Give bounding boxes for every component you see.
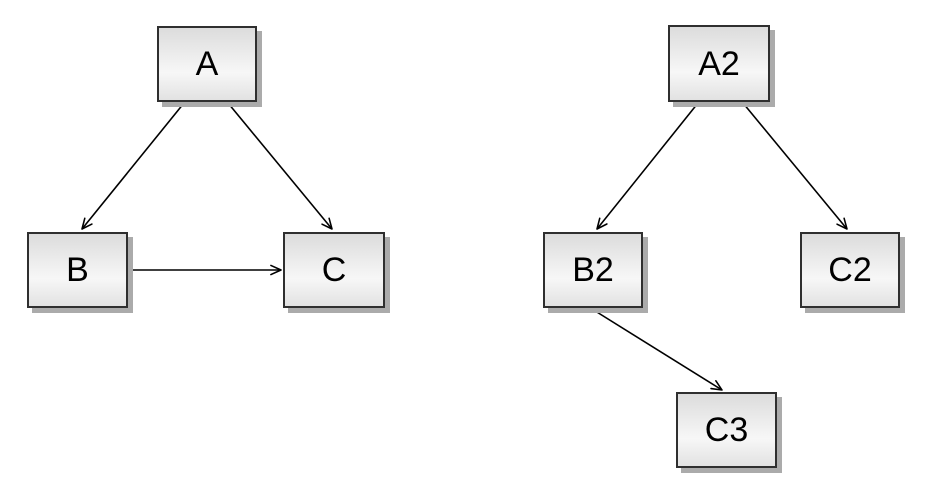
edge-B2-to-C3 bbox=[591, 308, 723, 391]
node-label-A: A bbox=[195, 45, 219, 83]
node-C: C bbox=[283, 232, 385, 308]
edge-A2-to-B2 bbox=[596, 102, 699, 230]
node-label-B: B bbox=[66, 251, 89, 289]
node-C2: C2 bbox=[800, 232, 900, 308]
edge-A-to-C bbox=[227, 102, 333, 230]
node-label-C2: C2 bbox=[828, 251, 872, 289]
edges-group bbox=[81, 102, 848, 391]
node-B: B bbox=[27, 232, 128, 308]
edge-A-to-B bbox=[81, 102, 185, 230]
node-A: A bbox=[157, 26, 257, 102]
node-label-A2: A2 bbox=[698, 44, 740, 83]
node-label-C3: C3 bbox=[704, 411, 749, 449]
node-B2: B2 bbox=[543, 232, 643, 308]
edge-A2-to-C2 bbox=[742, 102, 848, 230]
node-label-C: C bbox=[321, 251, 347, 289]
node-C3: C3 bbox=[676, 392, 777, 468]
node-label-B2: B2 bbox=[572, 251, 614, 289]
node-A2: A2 bbox=[668, 25, 770, 102]
